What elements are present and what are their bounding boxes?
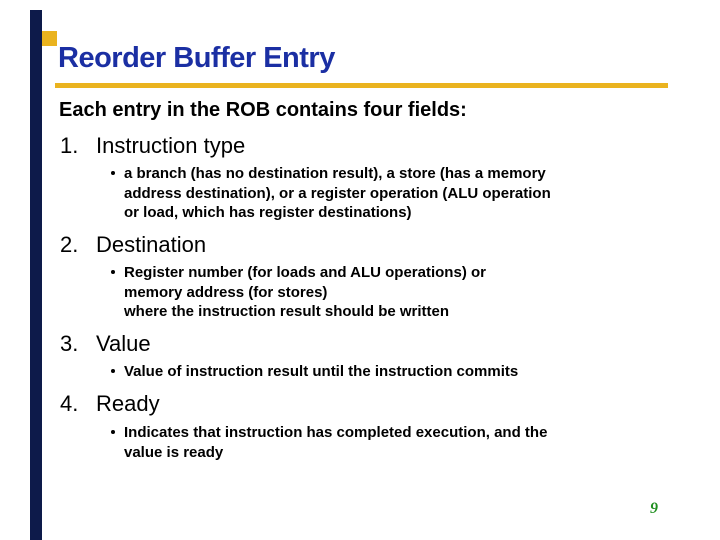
list-item-1-heading: 1. Instruction type xyxy=(60,133,245,159)
left-accent-bar xyxy=(30,10,42,540)
list-item-3-detail-text: Value of instruction result until the in… xyxy=(124,363,519,380)
bullet-icon xyxy=(111,270,115,274)
bullet-icon xyxy=(111,171,115,175)
list-item-1-number: 1. xyxy=(60,133,79,158)
list-item-3-number: 3. xyxy=(60,331,79,356)
list-item-2-detail-text: Register number (for loads and ALU opera… xyxy=(124,264,486,320)
title-underline-rule xyxy=(55,83,668,88)
list-item-2-detail: Register number (for loads and ALU opera… xyxy=(109,263,654,322)
list-item-2-heading: 2. Destination xyxy=(60,232,206,258)
list-item-3-heading: 3. Value xyxy=(60,331,151,357)
list-item-1-detail-text: a branch (has no destination result), a … xyxy=(124,165,551,221)
bullet-icon xyxy=(111,369,115,373)
list-item-1-detail: a branch (has no destination result), a … xyxy=(109,164,654,223)
list-item-3-label: Value xyxy=(96,331,151,356)
list-item-3-detail: Value of instruction result until the in… xyxy=(109,362,654,382)
bullet-icon xyxy=(111,430,115,434)
gold-accent-square xyxy=(42,31,57,46)
slide-title: Reorder Buffer Entry xyxy=(58,42,335,74)
list-item-4-label: Ready xyxy=(96,391,160,416)
list-item-4-detail-text: Indicates that instruction has completed… xyxy=(124,424,548,461)
list-item-2-label: Destination xyxy=(96,232,207,257)
list-item-4-number: 4. xyxy=(60,391,79,416)
list-item-4-heading: 4. Ready xyxy=(60,391,160,417)
page-number: 9 xyxy=(650,500,658,517)
list-item-1-label: Instruction type xyxy=(96,133,246,158)
list-item-4-detail: Indicates that instruction has completed… xyxy=(109,423,654,462)
list-item-2-number: 2. xyxy=(60,232,79,257)
intro-text: Each entry in the ROB contains four fiel… xyxy=(59,99,467,121)
